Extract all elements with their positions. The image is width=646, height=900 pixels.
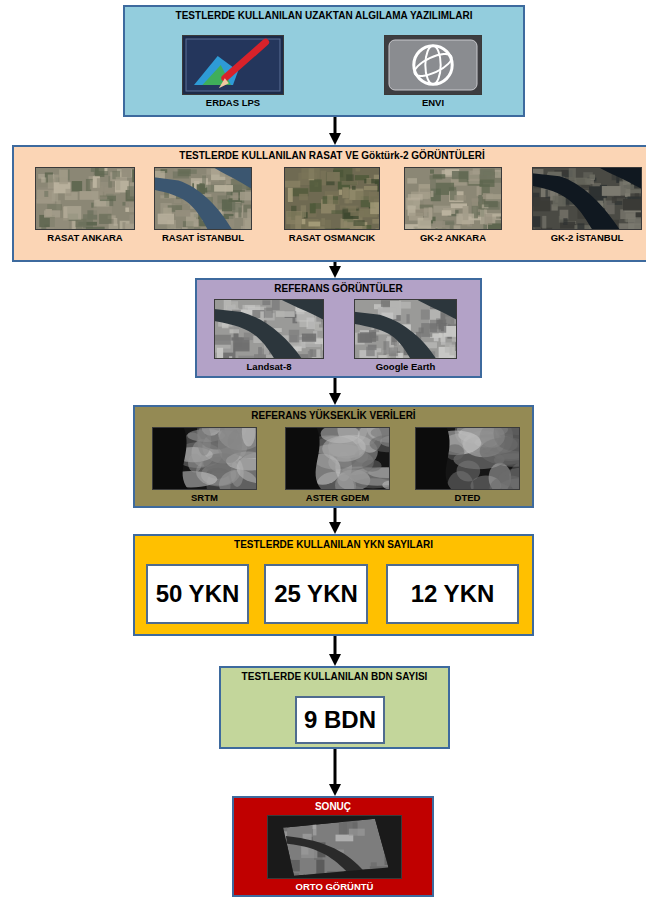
ortho-image-picture: [267, 815, 402, 879]
flow-arrow: [334, 508, 337, 522]
satellite-image: GK-2 İSTANBUL: [532, 167, 642, 244]
reference-image-picture: [354, 299, 457, 359]
count-label: 50 YKN: [156, 580, 240, 608]
ortho-image: ORTO GÖRÜNTÜ: [267, 815, 402, 893]
image-label: GK-2 ANKARA: [404, 232, 502, 244]
elevation-panel: REFERANS YÜKSEKLİK VERİLERİ SRTM ASTER GDE…: [133, 405, 534, 508]
flow-arrow: [334, 749, 337, 784]
image-label: GK-2 İSTANBUL: [532, 232, 642, 244]
panel-title: REFERANS GÖRÜNTÜLER: [197, 280, 480, 295]
satellite-image-picture: [154, 167, 252, 230]
reference-image: Google Earth: [354, 299, 457, 373]
count-box: 25 YKN: [264, 564, 368, 624]
panel-title: TESTLERDE KULLANILAN UZAKTAN ALGILAMA YA…: [125, 7, 523, 22]
checkpoint-panel: TESTLERDE KULLANILAN BDN SAYISI 9 BDN: [219, 666, 450, 749]
panel-title: TESTLERDE KULLANILAN BDN SAYISI: [221, 668, 448, 683]
count-label: 12 YKN: [411, 580, 495, 608]
count-box: 50 YKN: [146, 564, 249, 624]
flow-arrow: [334, 378, 337, 393]
image-label: ORTO GÖRÜNTÜ: [267, 881, 402, 893]
elevation-image: ASTER GDEM: [285, 427, 390, 504]
image-label: ENVI: [384, 97, 482, 109]
image-label: RASAT ANKARA: [35, 232, 135, 244]
software-icon: ERDAS LPS: [182, 35, 284, 109]
image-panel: TESTLERDE KULLANILAN RASAT VE Göktürk-2 …: [12, 145, 646, 262]
satellite-image-picture: [35, 167, 135, 230]
reference-panel: REFERANS GÖRÜNTÜLER Landsat-8 Google Earth: [195, 278, 482, 378]
image-label: ERDAS LPS: [182, 97, 284, 109]
elevation-image: SRTM: [152, 427, 257, 504]
panel-title: SONUÇ: [234, 798, 432, 813]
software-icon-picture: [384, 35, 482, 95]
satellite-image: GK-2 ANKARA: [404, 167, 502, 244]
satellite-image-picture: [404, 167, 502, 230]
satellite-image: RASAT OSMANCIK: [284, 167, 380, 244]
elevation-image-picture: [152, 427, 257, 490]
panel-title: REFERANS YÜKSEKLİK VERİLERİ: [135, 407, 532, 422]
elevation-image-picture: [285, 427, 390, 490]
panel-title: TESTLERDE KULLANILAN RASAT VE Göktürk-2 …: [14, 147, 646, 162]
gcp-panel: TESTLERDE KULLANILAN YKN SAYILARI 50 YKN 2…: [133, 534, 534, 636]
flow-arrow: [334, 262, 337, 266]
count-label: 25 YKN: [274, 580, 358, 608]
satellite-image-picture: [532, 167, 642, 230]
image-label: Google Earth: [354, 361, 457, 373]
software-panel: TESTLERDE KULLANILAN UZAKTAN ALGILAMA YA…: [123, 5, 525, 117]
satellite-image-picture: [284, 167, 380, 230]
count-label: 9 BDN: [304, 706, 376, 734]
reference-image: Landsat-8: [214, 299, 324, 373]
image-label: RASAT İSTANBUL: [154, 232, 252, 244]
image-label: RASAT OSMANCIK: [284, 232, 380, 244]
image-label: Landsat-8: [214, 361, 324, 373]
image-label: ASTER GDEM: [285, 492, 390, 504]
satellite-image: RASAT ANKARA: [35, 167, 135, 244]
software-icon: ENVI: [384, 35, 482, 109]
count-box: 9 BDN: [295, 696, 385, 744]
image-label: DTED: [415, 492, 520, 504]
result-panel: SONUÇ ORTO GÖRÜNTÜ: [232, 796, 434, 897]
panel-title: TESTLERDE KULLANILAN YKN SAYILARI: [135, 536, 532, 551]
count-box: 12 YKN: [386, 564, 519, 624]
elevation-image-picture: [415, 427, 520, 490]
software-icon-picture: [182, 35, 284, 95]
flow-arrow: [334, 117, 337, 133]
elevation-image: DTED: [415, 427, 520, 504]
image-label: SRTM: [152, 492, 257, 504]
reference-image-picture: [214, 299, 324, 359]
satellite-image: RASAT İSTANBUL: [154, 167, 252, 244]
flow-arrow: [334, 636, 337, 654]
